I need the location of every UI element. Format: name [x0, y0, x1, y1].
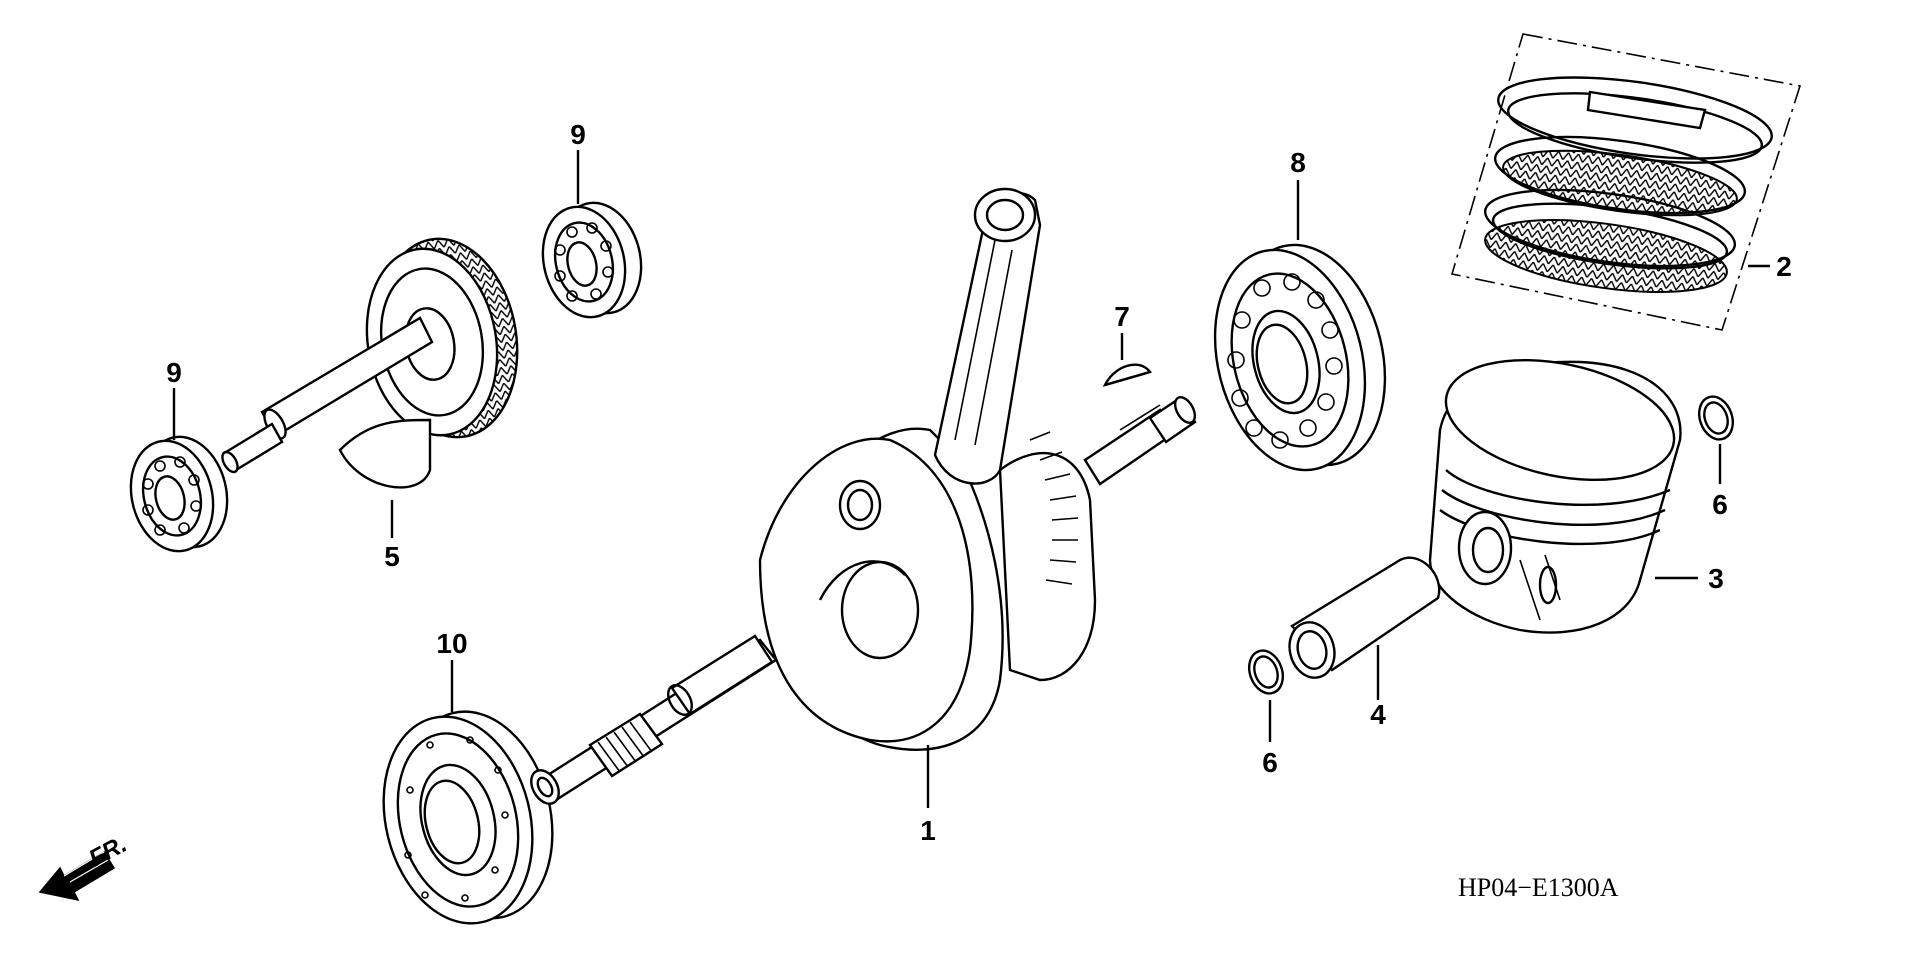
- piston-ring-set-2: [1450, 33, 1802, 331]
- callout-6-right: 6: [1712, 489, 1728, 520]
- arrow-front-icon: [38, 850, 116, 902]
- bearing-10: [382, 710, 554, 925]
- piston-3: [1428, 358, 1682, 634]
- bearing-8: [1213, 243, 1387, 472]
- key-7: [1102, 363, 1152, 387]
- circlip-6-right: [1697, 395, 1735, 441]
- callout-4: 4: [1370, 699, 1386, 730]
- callout-5: 5: [384, 541, 400, 572]
- balancer-shaft-5: [221, 237, 519, 489]
- callout-6-left: 6: [1262, 747, 1278, 778]
- callout-10: 10: [436, 628, 467, 659]
- bearing-9-left: [129, 435, 229, 553]
- callout-9-left: 9: [166, 357, 182, 388]
- circlip-6-left: [1247, 649, 1285, 695]
- callout-8: 8: [1290, 147, 1306, 178]
- crankshaft-1: [530, 187, 1197, 805]
- callout-3: 3: [1708, 563, 1724, 594]
- callout-1: 1: [920, 815, 936, 846]
- piston-pin-4: [1288, 556, 1441, 679]
- diagram-code: HP04−E1300A: [1458, 873, 1619, 902]
- callout-2: 2: [1776, 251, 1792, 282]
- callout-7: 7: [1114, 301, 1130, 332]
- callout-9-top: 9: [570, 119, 586, 150]
- bearing-9-top: [541, 201, 643, 319]
